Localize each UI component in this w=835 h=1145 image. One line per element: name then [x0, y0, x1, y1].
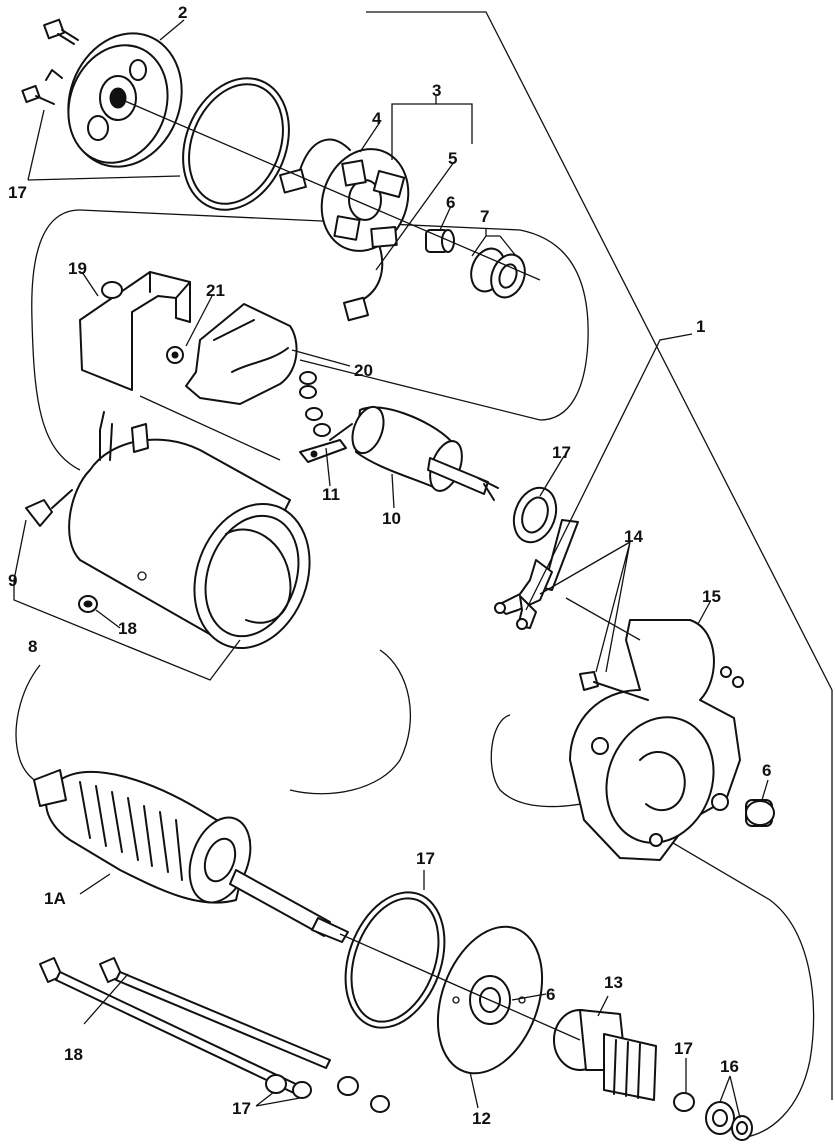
label-5: 5 — [448, 149, 457, 168]
field-lead-9 — [25, 489, 73, 527]
label-1: 1 — [696, 317, 705, 336]
leader-lines — [13, 19, 769, 1119]
frame-group-outline — [15, 649, 412, 795]
label-16: 16 — [720, 1057, 739, 1076]
bolt-washers-17 — [265, 1074, 390, 1113]
label-12: 12 — [472, 1109, 491, 1128]
end-plate-bolt — [43, 18, 79, 45]
solenoid-10 — [329, 405, 499, 501]
label-17-upper: 17 — [8, 183, 27, 202]
cover-bracket-19 — [79, 271, 191, 391]
bushing-6-upper — [425, 229, 455, 253]
label-2: 2 — [178, 3, 187, 22]
label-6-upper: 6 — [446, 193, 455, 212]
label-17-solenoid: 17 — [552, 443, 571, 462]
solenoid-cover-20 — [185, 303, 298, 405]
label-15: 15 — [702, 587, 721, 606]
label-13: 13 — [604, 973, 623, 992]
label-17-pinion: 17 — [674, 1039, 693, 1058]
nut-21 — [166, 346, 184, 364]
armature-1a — [33, 769, 349, 943]
label-21: 21 — [206, 281, 225, 300]
washer-17-solenoid — [512, 486, 558, 544]
label-17-lower: 17 — [416, 849, 435, 868]
label-10: 10 — [382, 509, 401, 528]
shift-lever-14 — [494, 519, 579, 630]
bushing-6-drive — [745, 799, 775, 827]
label-19: 19 — [68, 259, 87, 278]
label-6-plate: 6 — [546, 985, 555, 1004]
brush-holder-3 — [279, 138, 410, 322]
plug-18-upper — [78, 595, 98, 613]
label-3: 3 — [432, 81, 441, 100]
assembly-bracket-line — [366, 11, 833, 1100]
through-bolt-18 — [39, 957, 331, 1095]
seal-ring-17-lower — [344, 891, 446, 1029]
label-20: 20 — [354, 361, 373, 380]
pinion-drive-13 — [553, 1009, 657, 1101]
label-9: 9 — [8, 571, 17, 590]
collar-16 — [705, 1101, 753, 1141]
end-plate-screw — [21, 84, 55, 105]
seal-ring-17-upper — [182, 77, 290, 211]
label-6-drive: 6 — [762, 761, 771, 780]
callout-labels: 2 3 4 5 6 7 17 19 21 20 1 17 11 10 14 15… — [8, 3, 771, 1128]
label-17-bolt: 17 — [232, 1099, 251, 1118]
label-11: 11 — [322, 485, 340, 504]
field-frame-8 — [68, 411, 311, 650]
axis-lines — [117, 97, 581, 1041]
drive-group-outline — [490, 714, 815, 1139]
label-14: 14 — [624, 527, 643, 546]
label-8: 8 — [28, 637, 37, 656]
brush-group-outline — [31, 209, 589, 471]
drive-housing-15 — [569, 619, 744, 861]
washer-17-pinion — [673, 1092, 695, 1112]
terminal-link-11 — [299, 371, 347, 463]
label-4: 4 — [372, 109, 382, 128]
label-7: 7 — [480, 207, 489, 226]
label-18-upper: 18 — [118, 619, 137, 638]
label-18-lower: 18 — [64, 1045, 83, 1064]
label-1a: 1A — [44, 889, 66, 908]
brush-spring-7 — [470, 247, 526, 299]
